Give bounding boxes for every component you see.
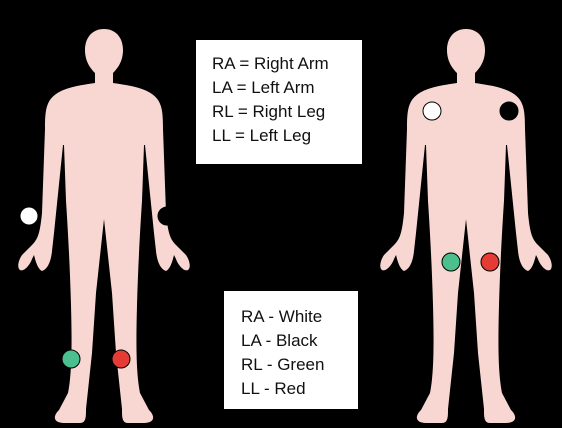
ll-electrode-left-figure bbox=[111, 349, 131, 369]
legend-ra-abbreviation: RA = Right Arm bbox=[212, 54, 329, 73]
legend-la-abbreviation: LA = Left Arm bbox=[212, 78, 315, 97]
la-electrode-left-figure bbox=[157, 206, 177, 226]
torso-lead-figure bbox=[380, 29, 552, 423]
legend-rl-abbreviation: RL = Right Leg bbox=[212, 102, 326, 121]
la-electrode-right-figure bbox=[499, 101, 519, 121]
legend-ll-color: LL - Red bbox=[241, 379, 306, 398]
rl-electrode-right-figure bbox=[441, 252, 461, 272]
legend-ra-color: RA - White bbox=[241, 307, 323, 326]
rl-electrode-left-figure bbox=[61, 349, 81, 369]
right-body-silhouette bbox=[380, 29, 552, 423]
ra-electrode-left-figure bbox=[19, 206, 39, 226]
legend-ll-abbreviation: LL = Left Leg bbox=[212, 126, 312, 145]
legend-rl-color: RL - Green bbox=[241, 355, 325, 374]
abbreviation-legend: RA = Right Arm LA = Left Arm RL = Right … bbox=[196, 40, 362, 164]
color-key-legend: RA - White LA - Black RL - Green LL - Re… bbox=[224, 291, 358, 409]
ra-electrode-right-figure bbox=[422, 101, 442, 121]
left-body-silhouette bbox=[18, 29, 190, 423]
legend-la-color: LA - Black bbox=[241, 331, 318, 350]
ll-electrode-right-figure bbox=[480, 252, 500, 272]
limb-lead-figure bbox=[18, 29, 190, 423]
